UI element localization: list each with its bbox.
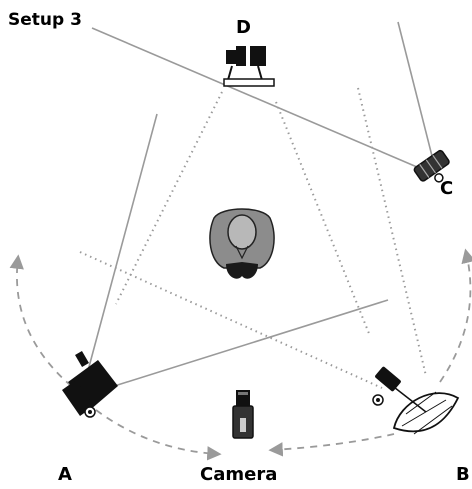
diagram-title: Setup 3: [8, 10, 82, 30]
beam-line-a-right: [107, 299, 389, 389]
dotted-line-b-left: [79, 251, 383, 389]
label-light-c: C: [440, 178, 454, 199]
beam-line-a-up: [85, 113, 158, 379]
label-light-b: B: [456, 464, 470, 485]
label-light-d: D: [236, 17, 251, 38]
camera-icon: [232, 390, 254, 439]
label-camera: Camera: [200, 464, 278, 485]
person-topdown-icon: [209, 208, 275, 279]
dotted-line-d-right: [275, 101, 371, 337]
background-light-icon: [223, 46, 275, 87]
arc-b-to-top: [439, 248, 472, 383]
dotted-line-d-left: [115, 91, 223, 305]
beam-line-c: [91, 27, 425, 171]
label-light-a: A: [58, 464, 72, 485]
spot-light-icon: [413, 149, 450, 183]
umbrella-light-icon: [372, 366, 460, 435]
beam-line-c-top: [397, 21, 433, 157]
arc-b-to-camera: [268, 433, 395, 457]
arc-a-to-camera: [95, 409, 222, 461]
softbox-light-icon: [62, 350, 118, 418]
